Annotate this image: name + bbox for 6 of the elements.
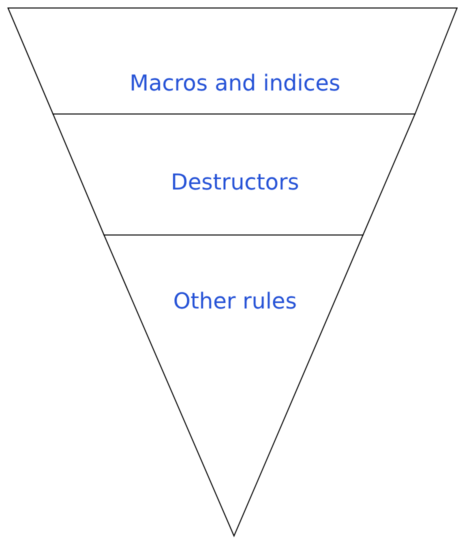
band-label: Macros and indices [130,72,340,96]
funnel-band [8,8,457,114]
funnel-band [104,235,363,536]
band-label: Other rules [173,290,297,314]
band-label: Destructors [170,170,300,196]
funnel-band [53,114,415,235]
